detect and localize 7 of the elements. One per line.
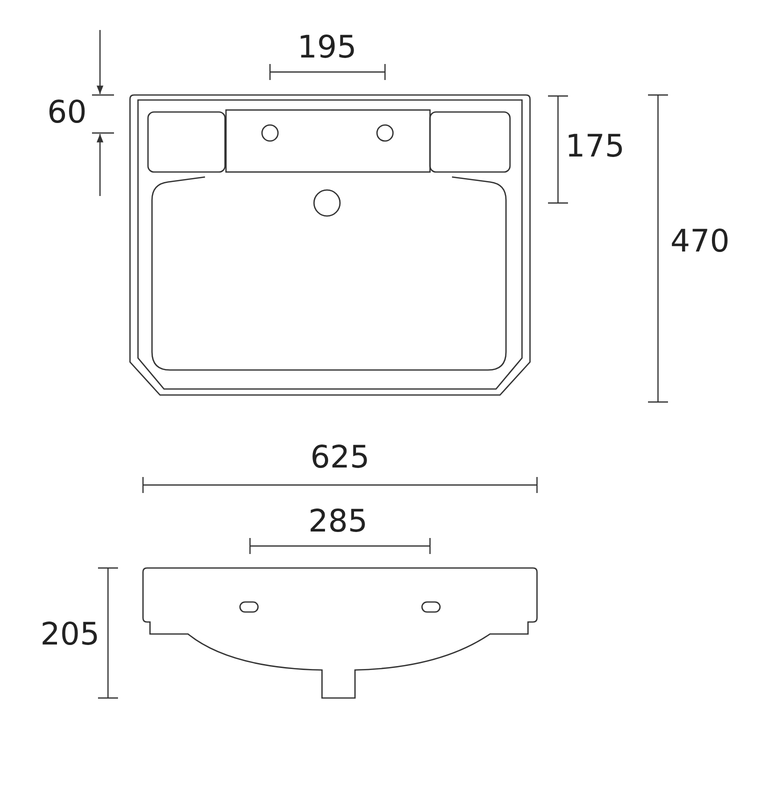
dimension-label: 175 bbox=[565, 132, 625, 162]
dimension-label: 285 bbox=[308, 506, 368, 538]
dimension-label: 60 bbox=[47, 98, 87, 128]
dimension-label: 205 bbox=[40, 620, 100, 650]
dimension-label: 195 bbox=[297, 32, 357, 64]
dimension-label: 470 bbox=[670, 226, 730, 258]
dimension-label: 625 bbox=[310, 442, 370, 474]
